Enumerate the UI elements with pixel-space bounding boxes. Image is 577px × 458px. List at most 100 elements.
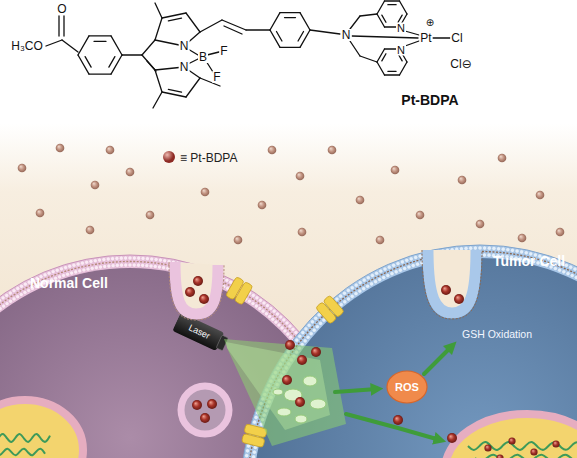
lipid-head [487, 253, 491, 257]
lipid-head [154, 257, 158, 261]
lipid-head [398, 268, 402, 272]
lipid-head [570, 273, 574, 277]
bond-line [109, 57, 115, 67]
lipid-head [273, 387, 277, 391]
lipid-head [343, 300, 347, 304]
vesicle-fragment [295, 415, 307, 423]
lipid-head [436, 250, 440, 254]
lipid-head [47, 271, 51, 275]
legend-swatch [163, 151, 175, 163]
lipid-head [137, 256, 141, 260]
lipid-head [441, 249, 445, 253]
lipid-head [284, 366, 288, 370]
bond-line [382, 54, 386, 61]
lipid-head [210, 279, 214, 283]
lipid-head [265, 304, 269, 308]
atom-label: F [219, 45, 228, 57]
lipid-head [175, 261, 179, 265]
endocytic-pit-edge [169, 262, 224, 320]
bond-line [398, 15, 402, 22]
drug-particle [193, 276, 203, 286]
lipid-head [221, 276, 225, 280]
lipid-head [277, 378, 281, 382]
lipid-head [141, 256, 145, 260]
lipid-head [478, 253, 482, 257]
drug-particle [18, 164, 27, 173]
process-arrow [335, 389, 377, 392]
lipid-head [74, 270, 78, 274]
lipid-head [269, 379, 273, 383]
lipid-head [339, 294, 343, 298]
lipid-head [265, 388, 269, 392]
lipid-head [407, 265, 411, 269]
bond-line [270, 30, 280, 47]
lipid-head [303, 339, 307, 343]
drug-particle [476, 220, 485, 229]
bond-line [285, 17, 296, 18]
lipid-head [153, 264, 157, 268]
drug-particle [200, 413, 210, 423]
drug-particle [146, 211, 155, 220]
lipid-head [450, 248, 454, 252]
bond-line [352, 36, 418, 38]
lipid-head [162, 266, 166, 270]
lipid-head [1, 296, 5, 300]
lipid-head [432, 251, 436, 255]
bond-line [300, 13, 310, 30]
lipid-head [289, 358, 293, 362]
lipid-head [306, 335, 310, 339]
bond-line [385, 0, 400, 1]
lipid-head [379, 269, 383, 273]
lipid-head [418, 254, 422, 258]
lipid-head [119, 263, 123, 267]
bond-line [405, 41, 419, 46]
lipid-head [103, 264, 107, 268]
lipid-head [281, 358, 285, 362]
lipid-head [267, 383, 271, 387]
lipid-head [271, 375, 275, 379]
bond-line [168, 89, 181, 92]
lipid-head [469, 253, 473, 257]
lipid-head [209, 271, 213, 275]
lipid-head [132, 263, 136, 267]
lipid-head [86, 267, 90, 271]
lipid-head [366, 276, 370, 280]
lipid-head [259, 401, 263, 405]
atom-label: B [198, 51, 208, 63]
bond-line [382, 15, 386, 22]
lipid-head [459, 247, 463, 251]
lipid-head [128, 256, 132, 260]
lipid-head [405, 258, 409, 262]
bond-line [63, 16, 64, 36]
lipid-head [261, 418, 265, 422]
lipid-head [383, 267, 387, 271]
lipid-head [366, 284, 370, 288]
lipid-head [446, 255, 450, 259]
lipid-head [190, 272, 194, 276]
lipid-head [267, 400, 271, 404]
bond-line [122, 54, 142, 55]
lipid-head [252, 420, 256, 424]
lipid-head [558, 268, 562, 272]
lipid-head [415, 262, 419, 266]
lipid-head [414, 255, 418, 259]
endosome [181, 386, 229, 434]
drug-particle [447, 433, 457, 443]
drug-particle [498, 154, 507, 163]
lipid-head [464, 246, 468, 250]
drug-particle [416, 211, 425, 220]
lipid-head [19, 284, 23, 288]
lipid-head [460, 254, 464, 258]
lipid-head [370, 273, 374, 277]
lipid-head [354, 283, 358, 287]
lipid-head [400, 260, 404, 264]
cell-node: Tumor CellROS [238, 242, 577, 458]
lipid-head [157, 265, 161, 269]
lipid-head [295, 338, 299, 342]
endocytic-pit-edge [422, 250, 482, 319]
lipid-head [82, 268, 86, 272]
lipid-head [433, 258, 437, 262]
bond-line [350, 41, 360, 56]
lipid-head [251, 293, 255, 297]
cell-membrane [240, 245, 577, 458]
